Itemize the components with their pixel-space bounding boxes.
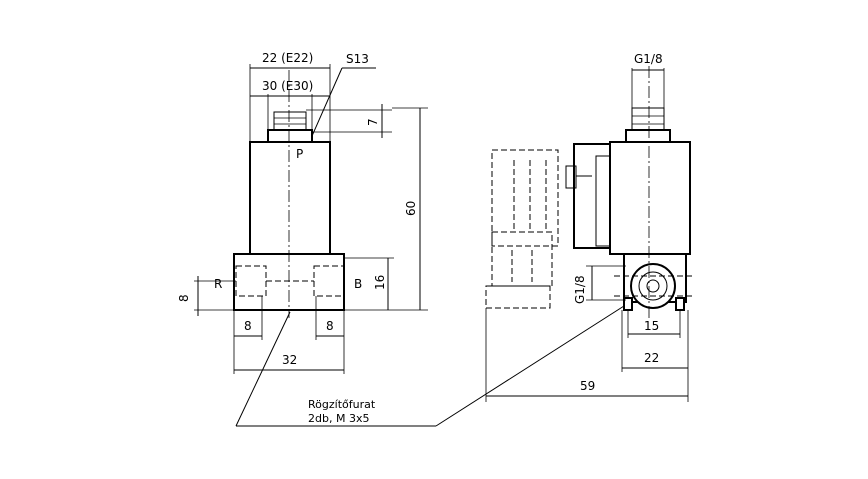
dim-g18-top: G1/8 <box>634 52 663 66</box>
dim-width-e22: 22 (E22) <box>262 51 313 65</box>
label-port-r: R <box>214 277 222 291</box>
fitting-thread <box>273 111 307 131</box>
side-port-inner <box>638 271 668 301</box>
dim-8-side: 8 <box>177 294 191 302</box>
front-view: 22 (E22) 30 (E30) S13 7 60 P R B 16 8 <box>177 51 428 374</box>
coil-body <box>249 141 331 255</box>
note-line-1: Rögzítőfurat <box>308 398 376 411</box>
fitting-nut <box>267 129 313 143</box>
note-line-2: 2db, M 3x5 <box>308 412 369 425</box>
label-port-p: P <box>296 147 303 161</box>
side-fitting-thread <box>631 107 665 131</box>
dim-59: 59 <box>580 379 595 393</box>
dim-8-left: 8 <box>244 319 252 333</box>
side-coil-body <box>609 141 691 255</box>
connector-plug <box>491 149 559 247</box>
dim-7: 7 <box>366 118 380 126</box>
side-view: G1/8 G1/8 15 22 59 <box>485 52 694 402</box>
label-s13: S13 <box>346 52 369 66</box>
dim-16: 16 <box>373 275 387 290</box>
dim-width-e30: 30 (E30) <box>262 79 313 93</box>
mounting-hole-note: Rögzítőfurat 2db, M 3x5 <box>235 305 625 427</box>
dim-32: 32 <box>282 353 297 367</box>
dim-22: 22 <box>644 351 659 365</box>
dim-8-right: 8 <box>326 319 334 333</box>
dim-15: 15 <box>644 319 659 333</box>
mount-foot-right <box>675 297 685 311</box>
side-port-outer <box>630 263 676 309</box>
side-fitting-nut <box>625 129 671 143</box>
dim-60: 60 <box>404 201 418 216</box>
dim-g18-side: G1/8 <box>573 275 587 304</box>
label-port-b: B <box>354 277 362 291</box>
